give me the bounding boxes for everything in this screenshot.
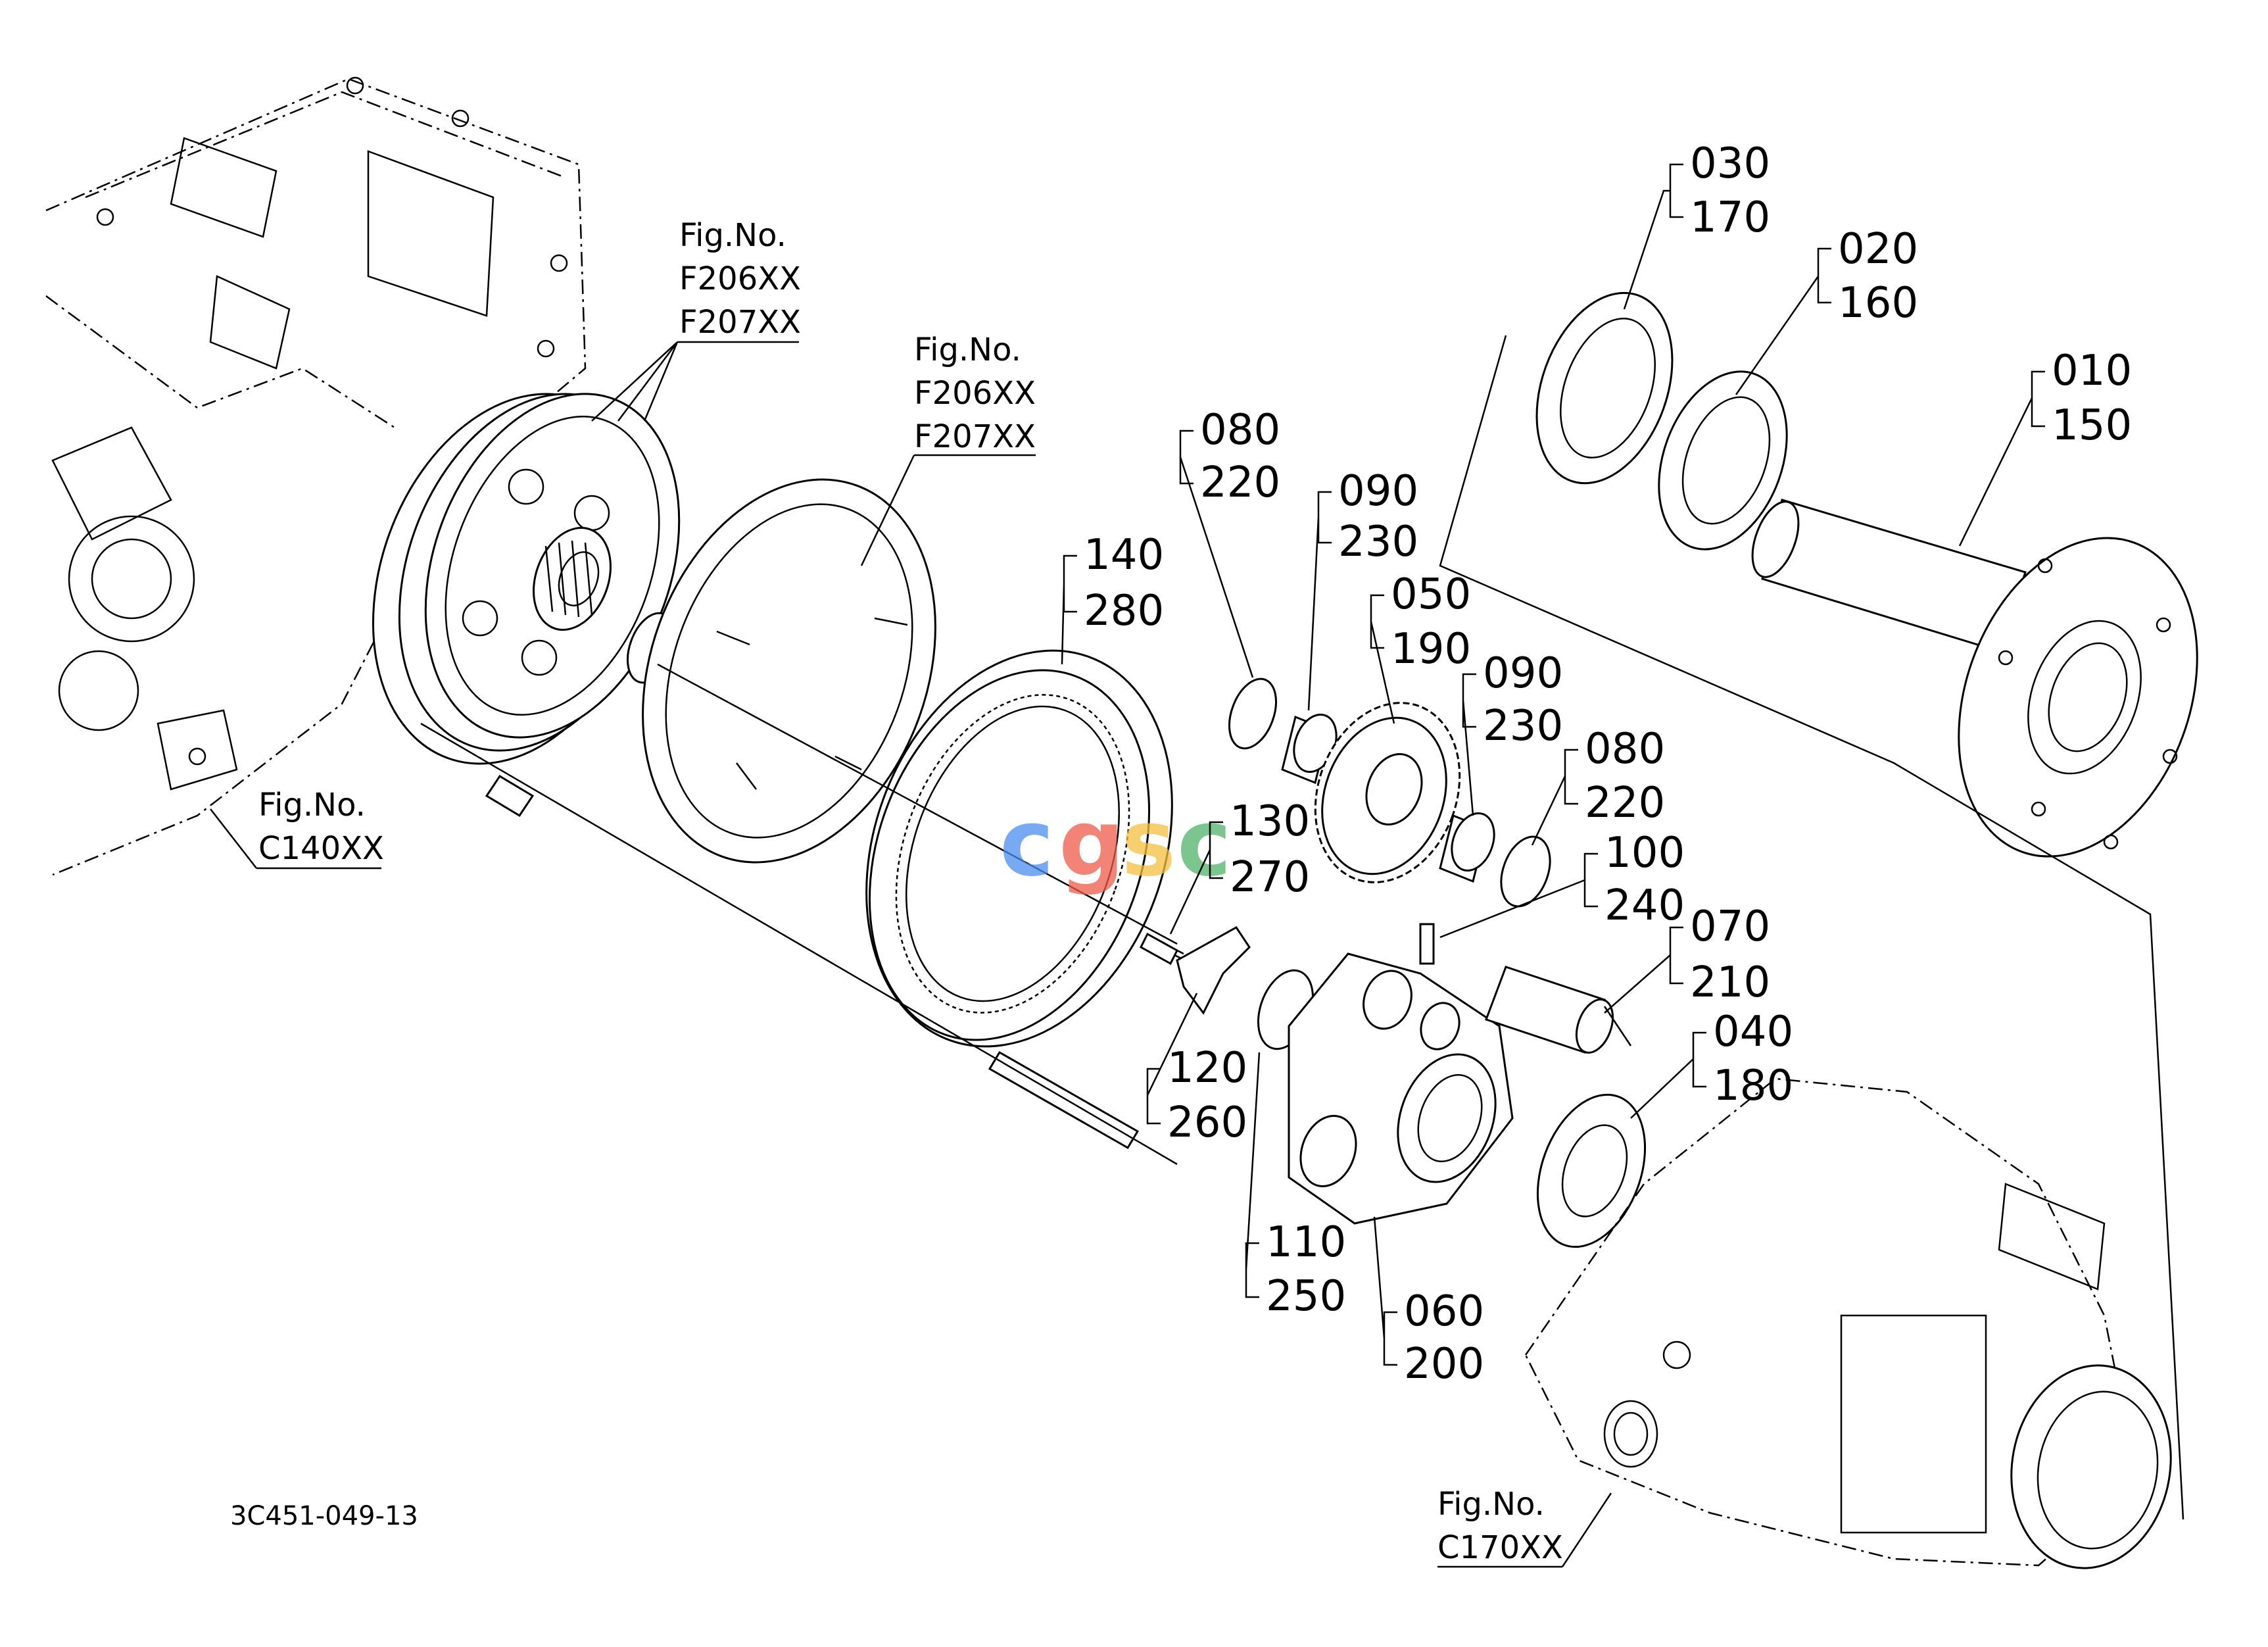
thrust-washer-left — [1228, 677, 1277, 750]
callout-080-220-b: 080 220 — [1531, 725, 1665, 846]
callout-110-250: 110 250 — [1245, 1052, 1346, 1321]
callout-bottom: 180 — [1713, 1062, 1793, 1110]
callout-020-160: 020 160 — [1735, 225, 1918, 395]
callout-bottom: 230 — [1338, 518, 1418, 566]
callout-060-200: 060 200 — [1373, 1216, 1484, 1389]
figure-ref-line: F207XX — [679, 304, 801, 341]
figure-ref-line: Fig.No. — [679, 217, 786, 254]
callout-top: 060 — [1404, 1287, 1484, 1336]
figure-ref-clutch: Fig.No. F206XX F207XX — [591, 217, 801, 422]
figure-ref-line: C170XX — [1437, 1529, 1563, 1566]
callout-bottom: 210 — [1690, 958, 1770, 1007]
callout-bottom: 220 — [1200, 458, 1280, 507]
oil-seal — [1535, 291, 1674, 485]
watermark-logo: c g s c — [1000, 790, 1232, 897]
callout-bottom: 170 — [1690, 193, 1770, 242]
figure-ref-line: Fig.No. — [914, 332, 1021, 368]
callout-070-210: 070 210 — [1604, 902, 1770, 1014]
callout-top: 010 — [2052, 347, 2132, 395]
watermark-letter-1: c — [1000, 790, 1054, 897]
callout-080-220-a: 080 220 — [1179, 406, 1280, 678]
callout-090-230-b: 090 230 — [1462, 649, 1563, 816]
dowel-pin-long — [988, 1050, 1140, 1150]
callout-top: 140 — [1084, 531, 1164, 579]
roll-pin — [1419, 923, 1435, 965]
callout-140-280: 140 280 — [1061, 531, 1164, 665]
axle-group-outline — [1439, 335, 2184, 1520]
callout-050-190: 050 190 — [1370, 570, 1471, 724]
figure-ref-line: Fig.No. — [258, 787, 366, 823]
lock-plate — [1176, 926, 1251, 1015]
callout-top: 080 — [1585, 725, 1665, 774]
callout-top: 120 — [1167, 1044, 1247, 1093]
callout-top: 080 — [1200, 406, 1280, 455]
figure-ref-line: F207XX — [914, 418, 1036, 455]
callout-bottom: 250 — [1266, 1272, 1346, 1321]
callout-bottom: 220 — [1585, 779, 1665, 827]
centerlines — [420, 663, 1632, 1166]
figure-ref-band: Fig.No. F206XX F207XX — [860, 332, 1036, 566]
watermark-letter-2: g — [1059, 790, 1124, 897]
ball-bearing — [1536, 1093, 1647, 1248]
axle-shaft — [1751, 499, 2198, 858]
callout-bottom: 160 — [1838, 279, 1918, 328]
drawing-number: 3C451-049-13 — [230, 1501, 418, 1531]
axle-housing-right — [1524, 1077, 2172, 1569]
callout-bottom: 150 — [2052, 401, 2132, 450]
watermark-letter-4: c — [1177, 790, 1232, 897]
brake-band — [642, 478, 936, 864]
axle-bearing — [1658, 370, 1788, 551]
callout-bottom: 200 — [1404, 1340, 1484, 1389]
watermark-letter-3: s — [1121, 790, 1176, 897]
callout-bottom: 240 — [1604, 881, 1685, 930]
ring-gear — [865, 649, 1173, 1048]
needle-bearing-right — [1439, 812, 1495, 883]
callout-bottom: 280 — [1084, 587, 1164, 635]
callout-top: 110 — [1266, 1218, 1346, 1267]
callout-130-270: 130 270 — [1169, 797, 1310, 935]
callout-top: 070 — [1690, 902, 1770, 951]
planet-carrier — [1288, 952, 1514, 1225]
callout-top: 130 — [1230, 797, 1310, 846]
figure-ref-line: Fig.No. — [1437, 1486, 1545, 1523]
dowel-pin-upper — [485, 774, 535, 818]
thrust-washer-right — [1500, 835, 1551, 908]
figure-ref-case-right: Fig.No. C170XX — [1437, 1486, 1612, 1568]
planet-gear — [1314, 702, 1461, 883]
callout-100-240: 100 240 — [1439, 829, 1685, 939]
callout-120-260: 120 260 — [1146, 993, 1247, 1147]
callout-040-180: 040 180 — [1630, 1008, 1793, 1119]
callout-030-170: 030 170 — [1623, 139, 1770, 310]
figure-ref-line: F206XX — [679, 260, 801, 297]
callout-top: 050 — [1391, 570, 1471, 619]
callout-top: 040 — [1713, 1008, 1793, 1056]
callout-bottom: 260 — [1167, 1098, 1247, 1147]
callout-bottom: 230 — [1483, 702, 1563, 750]
callout-top: 090 — [1483, 649, 1563, 698]
callout-bottom: 190 — [1391, 625, 1471, 674]
planet-shaft — [1485, 966, 1614, 1054]
callout-010-150: 010 150 — [1958, 347, 2132, 547]
figure-ref-line: F206XX — [914, 375, 1036, 412]
callout-top: 020 — [1838, 225, 1918, 274]
callout-bottom: 270 — [1230, 853, 1310, 902]
clutch-pack — [372, 393, 681, 765]
figure-ref-case-left: Fig.No. C140XX — [210, 787, 384, 870]
callout-090-230-a: 090 230 — [1307, 467, 1418, 711]
callout-top: 030 — [1690, 139, 1770, 188]
needle-bearing-left — [1281, 713, 1338, 785]
callout-top: 090 — [1338, 467, 1418, 516]
callout-top: 100 — [1604, 829, 1685, 877]
figure-ref-line: C140XX — [258, 830, 384, 867]
